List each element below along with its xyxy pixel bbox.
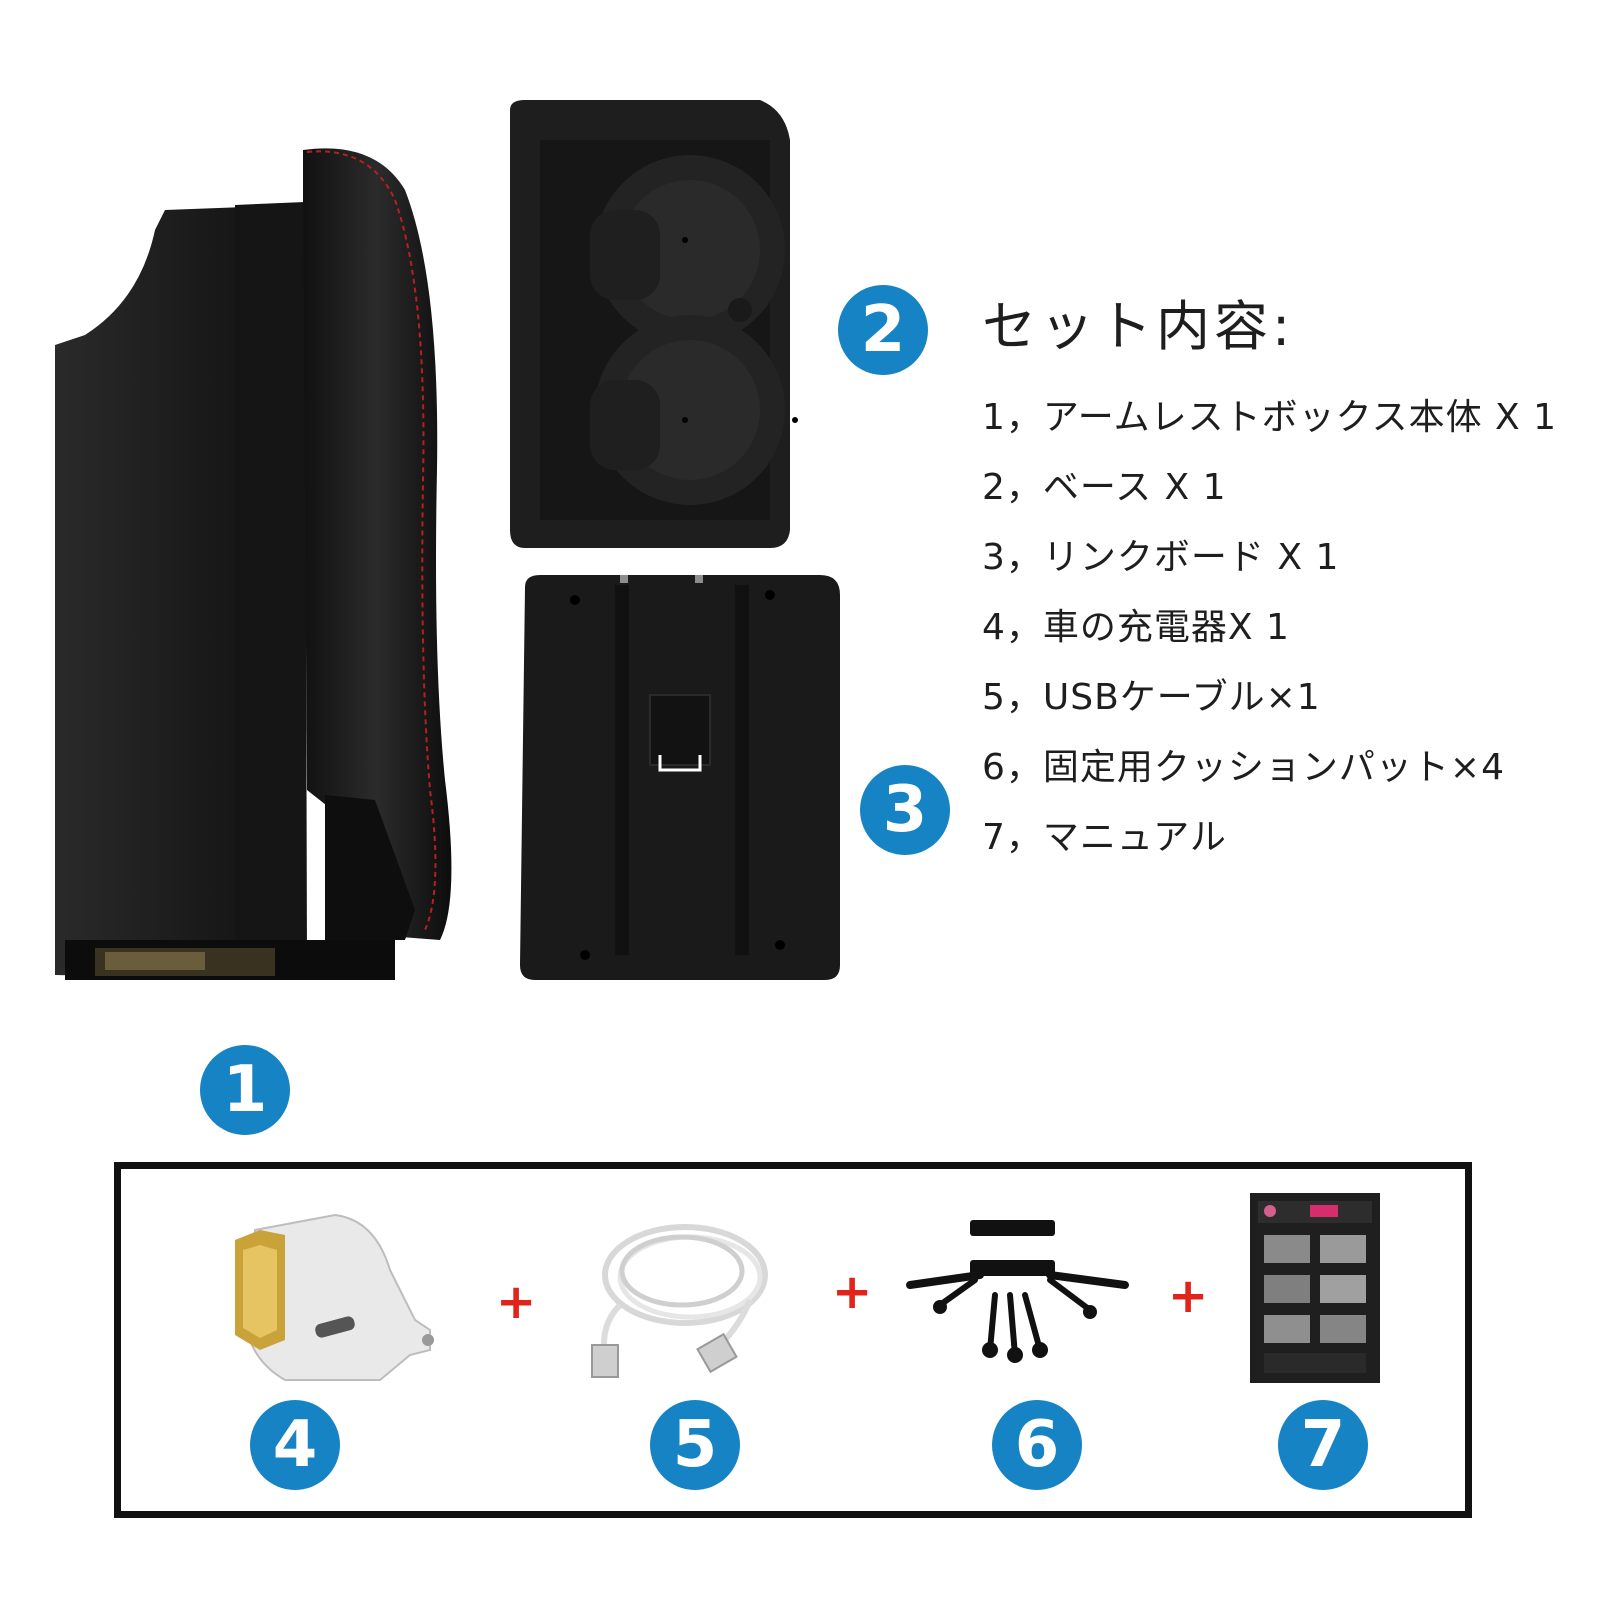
- set-contents-list: 1，アームレストボックス本体 X 1 2，ベース X 1 3，リンクボード X …: [982, 392, 1557, 882]
- list-item: 2，ベース X 1: [982, 467, 1227, 508]
- plus-separator: +: [1168, 1268, 1209, 1324]
- list-item: 4，車の充電器X 1: [982, 607, 1290, 648]
- list-item: 1，アームレストボックス本体 X 1: [982, 397, 1558, 438]
- badge-number-3: 3: [860, 765, 950, 855]
- list-item: 5，USBケーブル×1: [982, 677, 1321, 718]
- badge-number-4: 4: [250, 1400, 340, 1490]
- badge-number-7: 7: [1278, 1400, 1368, 1490]
- badge-number-6: 6: [992, 1400, 1082, 1490]
- badge-number-1: 1: [200, 1045, 290, 1135]
- cup-holder-base-icon: [500, 100, 800, 550]
- list-item: 6，固定用クッションパット×4: [982, 747, 1505, 788]
- list-item: 7，マニュアル: [982, 817, 1227, 858]
- armrest-box-icon: [45, 140, 475, 1010]
- badge-number-2: 2: [838, 285, 928, 375]
- accessories-box: [114, 1162, 1472, 1518]
- plus-separator: +: [832, 1264, 873, 1320]
- manual-booklet-icon: [1250, 1193, 1380, 1383]
- link-board-icon: [510, 575, 850, 985]
- set-contents-title: セット内容:: [982, 295, 1295, 358]
- usb-cable-icon: [590, 1205, 790, 1385]
- badge-number-5: 5: [650, 1400, 740, 1490]
- list-item: 3，リンクボード X 1: [982, 537, 1340, 578]
- cushion-pad-screws-icon: [900, 1215, 1140, 1365]
- car-charger-icon: [215, 1210, 445, 1390]
- plus-separator: +: [496, 1274, 537, 1330]
